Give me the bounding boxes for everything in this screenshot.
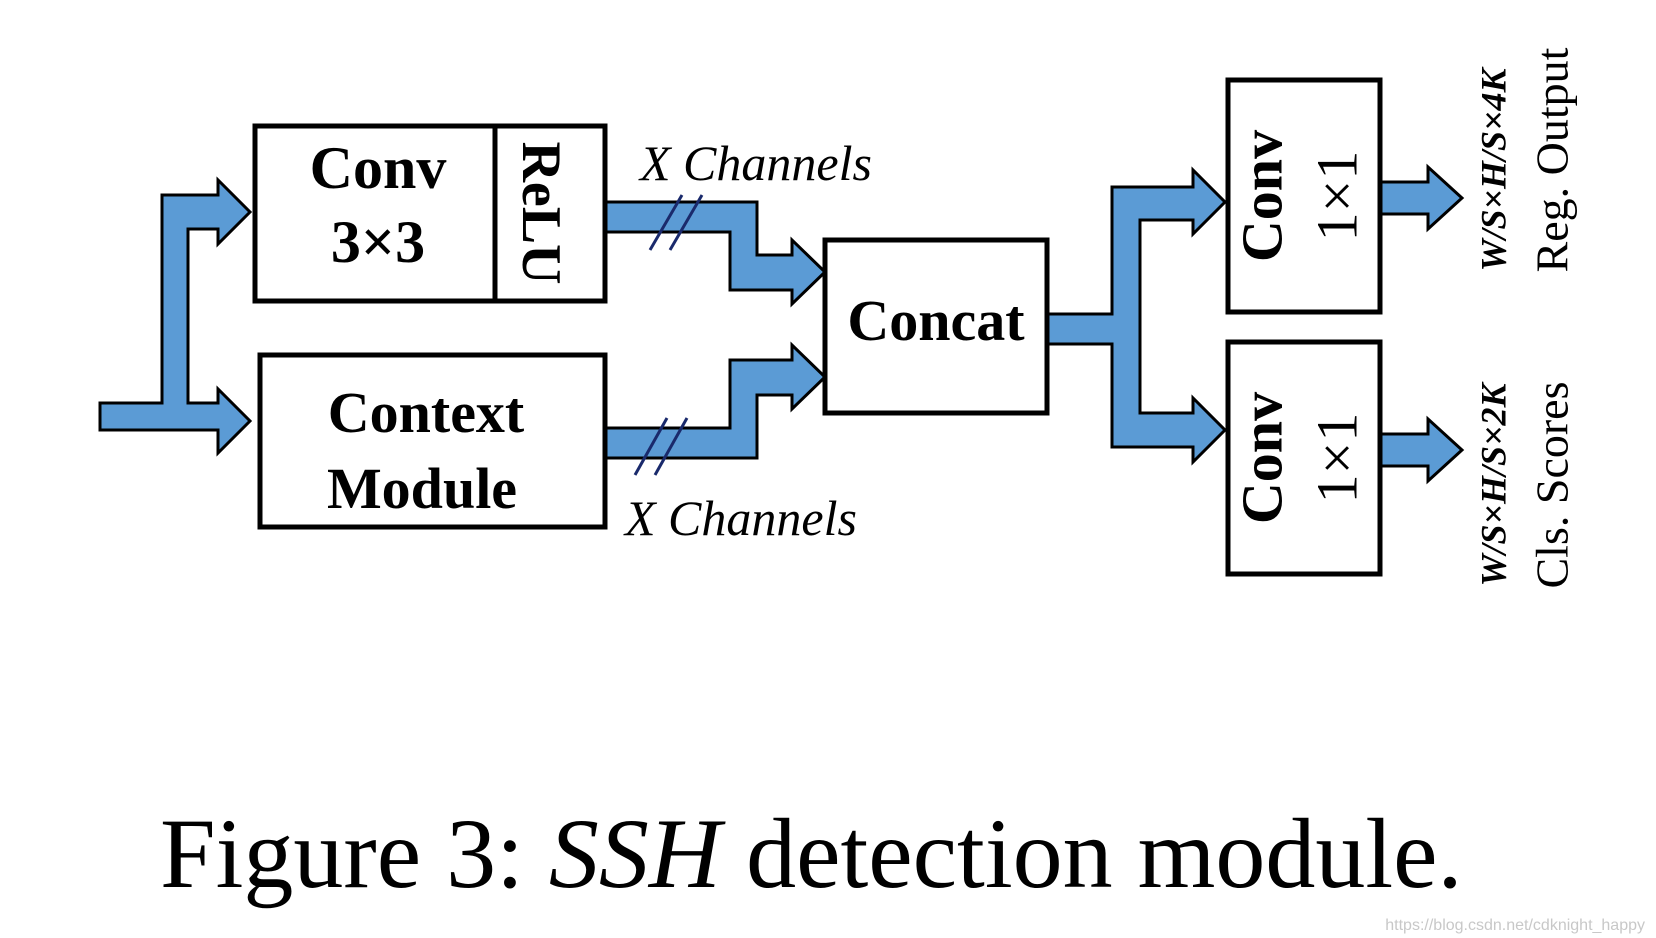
cls-output-arrow: [1378, 415, 1465, 485]
conv1x1-cls-box: [1225, 339, 1383, 577]
caption-prefix: Figure 3:: [160, 798, 549, 909]
reg-output-arrow: [1378, 163, 1465, 233]
conv3x3-label-line2: 3×3: [331, 209, 425, 275]
conv3x3-box: [252, 123, 608, 304]
top-channel-slash-marks: [648, 194, 704, 251]
concat-box: [822, 237, 1050, 416]
cls-output-shape: W/S×H/S×2K: [1473, 380, 1513, 586]
reg-output-shape: W/S×H/S×4K: [1473, 65, 1513, 271]
bottom-path-arrow: [603, 341, 828, 460]
top-channels-label: X Channels: [638, 135, 872, 191]
conv1x1-reg-label-line2: 1×1: [1304, 151, 1369, 242]
input-split-arrow: [98, 176, 253, 457]
context-label-line1: Context: [328, 380, 525, 445]
context-label-line2: Module: [327, 456, 517, 521]
conv1x1-reg-box: [1225, 77, 1383, 315]
conv1x1-reg-label-line1: Conv: [1229, 130, 1294, 262]
caption-emphasis: SSH: [549, 798, 726, 909]
conv1x1-cls-label-line2: 1×1: [1304, 413, 1369, 504]
reg-output-name: Reg. Output: [1527, 47, 1578, 272]
caption-suffix: detection module.: [721, 798, 1462, 909]
relu-label: ReLU: [510, 141, 572, 284]
bottom-channels-label: X Channels: [623, 490, 857, 546]
conv1x1-cls-label-line1: Conv: [1229, 392, 1294, 524]
conv3x3-label-line1: Conv: [310, 135, 447, 201]
context-module-box: [257, 352, 608, 530]
concat-split-arrow: [1043, 166, 1228, 466]
watermark: https://blog.csdn.net/cdknight_happy: [1385, 917, 1645, 934]
bottom-channel-slash-marks: [633, 417, 689, 476]
figure-caption: Figure 3: SSH detection module.: [160, 798, 1463, 909]
cls-output-name: Cls. Scores: [1527, 382, 1578, 589]
top-path-arrow: [603, 200, 828, 308]
concat-label: Concat: [847, 288, 1025, 353]
